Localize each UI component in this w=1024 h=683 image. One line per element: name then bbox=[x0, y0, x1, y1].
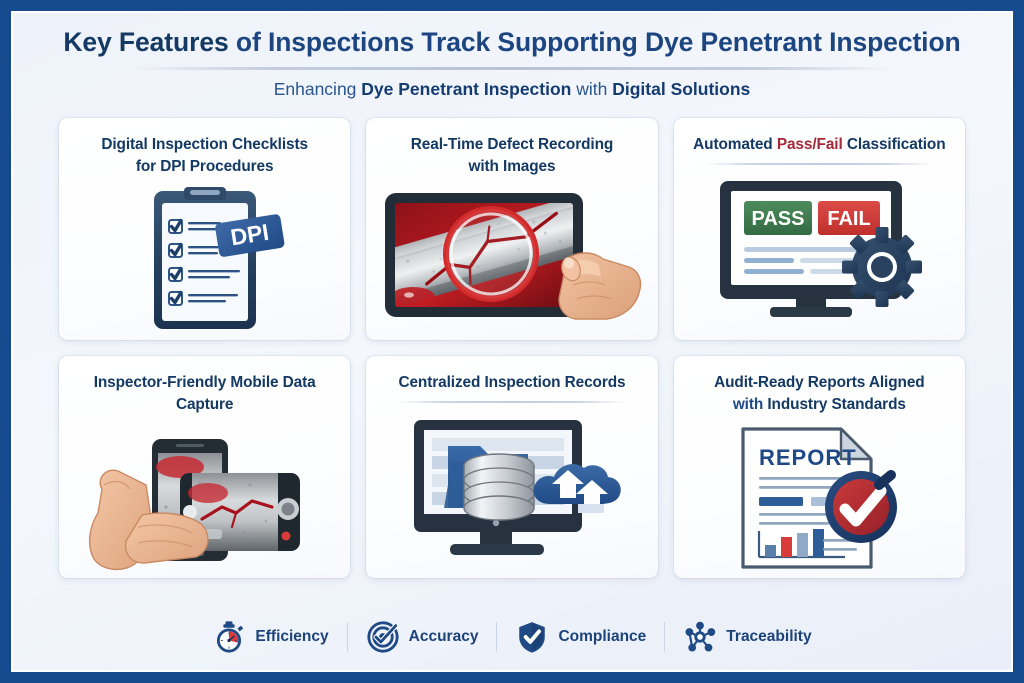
pass-label: PASS bbox=[752, 208, 805, 230]
card-title: Centralized Inspection Records bbox=[398, 372, 625, 394]
feature-card-digital-inspection-checklists[interactable]: Digital Inspection Checklists for DPI Pr… bbox=[59, 118, 351, 341]
footer-item-traceability[interactable]: Traceability bbox=[665, 620, 829, 654]
card-title-part-standards: Industry Standards bbox=[767, 396, 906, 414]
shield-check-icon bbox=[519, 622, 546, 653]
card-title-part-a: Inspector-Friendly bbox=[93, 374, 227, 392]
footer-item-compliance[interactable]: Compliance bbox=[497, 620, 664, 654]
card-title-line1: Digital Inspection Checklists bbox=[101, 136, 308, 154]
footer-divider bbox=[346, 622, 348, 652]
fail-label: FAIL bbox=[828, 208, 871, 230]
monitor-folder-database-cloud-icon bbox=[413, 419, 621, 555]
tablet-crack-magnifier-icon bbox=[385, 193, 642, 320]
stopwatch-icon bbox=[217, 621, 244, 653]
clipboard-checklist-icon: DPI bbox=[153, 187, 284, 330]
footer-item-accuracy[interactable]: Accuracy bbox=[348, 620, 497, 654]
report-heading: REPORT bbox=[759, 445, 857, 470]
header: Key Features of Inspections Track Suppor… bbox=[13, 13, 1011, 100]
subtitle-word-with: with bbox=[576, 79, 608, 100]
card-illustration-tablet-defect bbox=[376, 185, 647, 335]
card-title: Digital Inspection Checklists for DPI Pr… bbox=[101, 134, 308, 178]
hand-illustration bbox=[88, 469, 209, 571]
feature-card-audit-ready-reports[interactable]: Audit-Ready Reports Aligned with Industr… bbox=[673, 356, 965, 579]
card-title-word-classification: Classification bbox=[846, 136, 946, 154]
card-title: Audit-Ready Reports Aligned with Industr… bbox=[714, 372, 925, 416]
hand-smartphones-icon bbox=[88, 439, 300, 571]
card-title-line2: for DPI Procedures bbox=[135, 158, 274, 176]
card-title: Real-Time Defect Recording with Images bbox=[411, 134, 613, 178]
card-illustration-records bbox=[376, 403, 647, 570]
card-illustration-hand-phones bbox=[69, 423, 340, 578]
dpi-tag-label: DPI bbox=[228, 219, 270, 251]
feature-card-grid: Digital Inspection Checklists for DPI Pr… bbox=[59, 118, 965, 579]
fail-chip: FAIL bbox=[818, 200, 881, 235]
feature-card-centralized-records[interactable]: Centralized Inspection Records bbox=[366, 356, 658, 579]
cloud-upload-icon bbox=[533, 463, 621, 513]
feature-card-mobile-data-capture[interactable]: Inspector-Friendly Mobile Data Capture bbox=[59, 356, 351, 579]
card-title-word-automated: Automated bbox=[693, 136, 773, 154]
card-title: Automated Pass/Fail Classification bbox=[693, 134, 945, 156]
page-subtitle: Enhancing Dye Penetrant Inspection with … bbox=[33, 79, 991, 100]
footer-label-accuracy: Accuracy bbox=[408, 628, 479, 645]
card-title-word-with: with bbox=[732, 396, 764, 414]
card-divider bbox=[398, 401, 626, 404]
report-document-checkmark-icon: REPORT bbox=[741, 427, 898, 569]
footer-divider bbox=[496, 622, 498, 652]
card-illustration-monitor-passfail: PASS FAIL bbox=[684, 165, 955, 332]
subtitle-emphasis-dpi: Dye Penetrant Inspection bbox=[361, 79, 572, 100]
card-title-line1: Centralized Inspection Records bbox=[398, 374, 626, 392]
card-title: Inspector-Friendly Mobile Data Capture bbox=[69, 372, 340, 416]
poster-inner: Key Features of Inspections Track Suppor… bbox=[11, 11, 1013, 672]
card-illustration-clipboard: DPI bbox=[69, 185, 340, 333]
footer-label-efficiency: Efficiency bbox=[255, 628, 329, 645]
target-check-icon bbox=[367, 621, 399, 653]
hand-illustration bbox=[558, 252, 642, 320]
card-title-line1: Real-Time Defect Recording bbox=[410, 136, 614, 154]
network-nodes-icon bbox=[685, 621, 716, 652]
footer-label-traceability: Traceability bbox=[726, 628, 812, 645]
subtitle-emphasis-digital: Digital Solutions bbox=[612, 79, 751, 100]
page-title-rest: of Inspections Track Supporting Dye Pene… bbox=[235, 27, 961, 57]
feature-card-automated-pass-fail[interactable]: Automated Pass/Fail Classification bbox=[673, 118, 965, 341]
card-title-word-passfail: Pass/Fail bbox=[776, 136, 843, 154]
page-title: Key Features of Inspections Track Suppor… bbox=[33, 27, 991, 58]
title-divider bbox=[132, 67, 892, 71]
bar-chart bbox=[758, 529, 846, 559]
card-divider bbox=[705, 163, 934, 166]
feature-card-real-time-defect-recording[interactable]: Real-Time Defect Recording with Images bbox=[366, 118, 658, 341]
card-illustration-report: REPORT bbox=[684, 423, 955, 573]
card-title-part-b: Mobile Data Capture bbox=[175, 374, 316, 414]
benefits-footer: Efficiency Accuracy Compliance bbox=[13, 620, 1011, 654]
subtitle-word-enhancing: Enhancing bbox=[273, 79, 357, 100]
check-badge-icon bbox=[825, 470, 898, 544]
pass-chip: PASS bbox=[744, 200, 813, 235]
footer-item-efficiency[interactable]: Efficiency bbox=[194, 620, 346, 654]
gear-icon bbox=[842, 226, 923, 307]
footer-label-compliance: Compliance bbox=[558, 628, 647, 645]
card-title-line1: Audit-Ready Reports Aligned bbox=[714, 374, 925, 392]
card-title-line2: with Images bbox=[468, 158, 556, 176]
database-icon bbox=[463, 453, 535, 521]
monitor-pass-fail-icon: PASS FAIL bbox=[720, 180, 923, 317]
footer-divider bbox=[664, 622, 666, 652]
page-title-emphasis: Key Features bbox=[63, 27, 229, 57]
